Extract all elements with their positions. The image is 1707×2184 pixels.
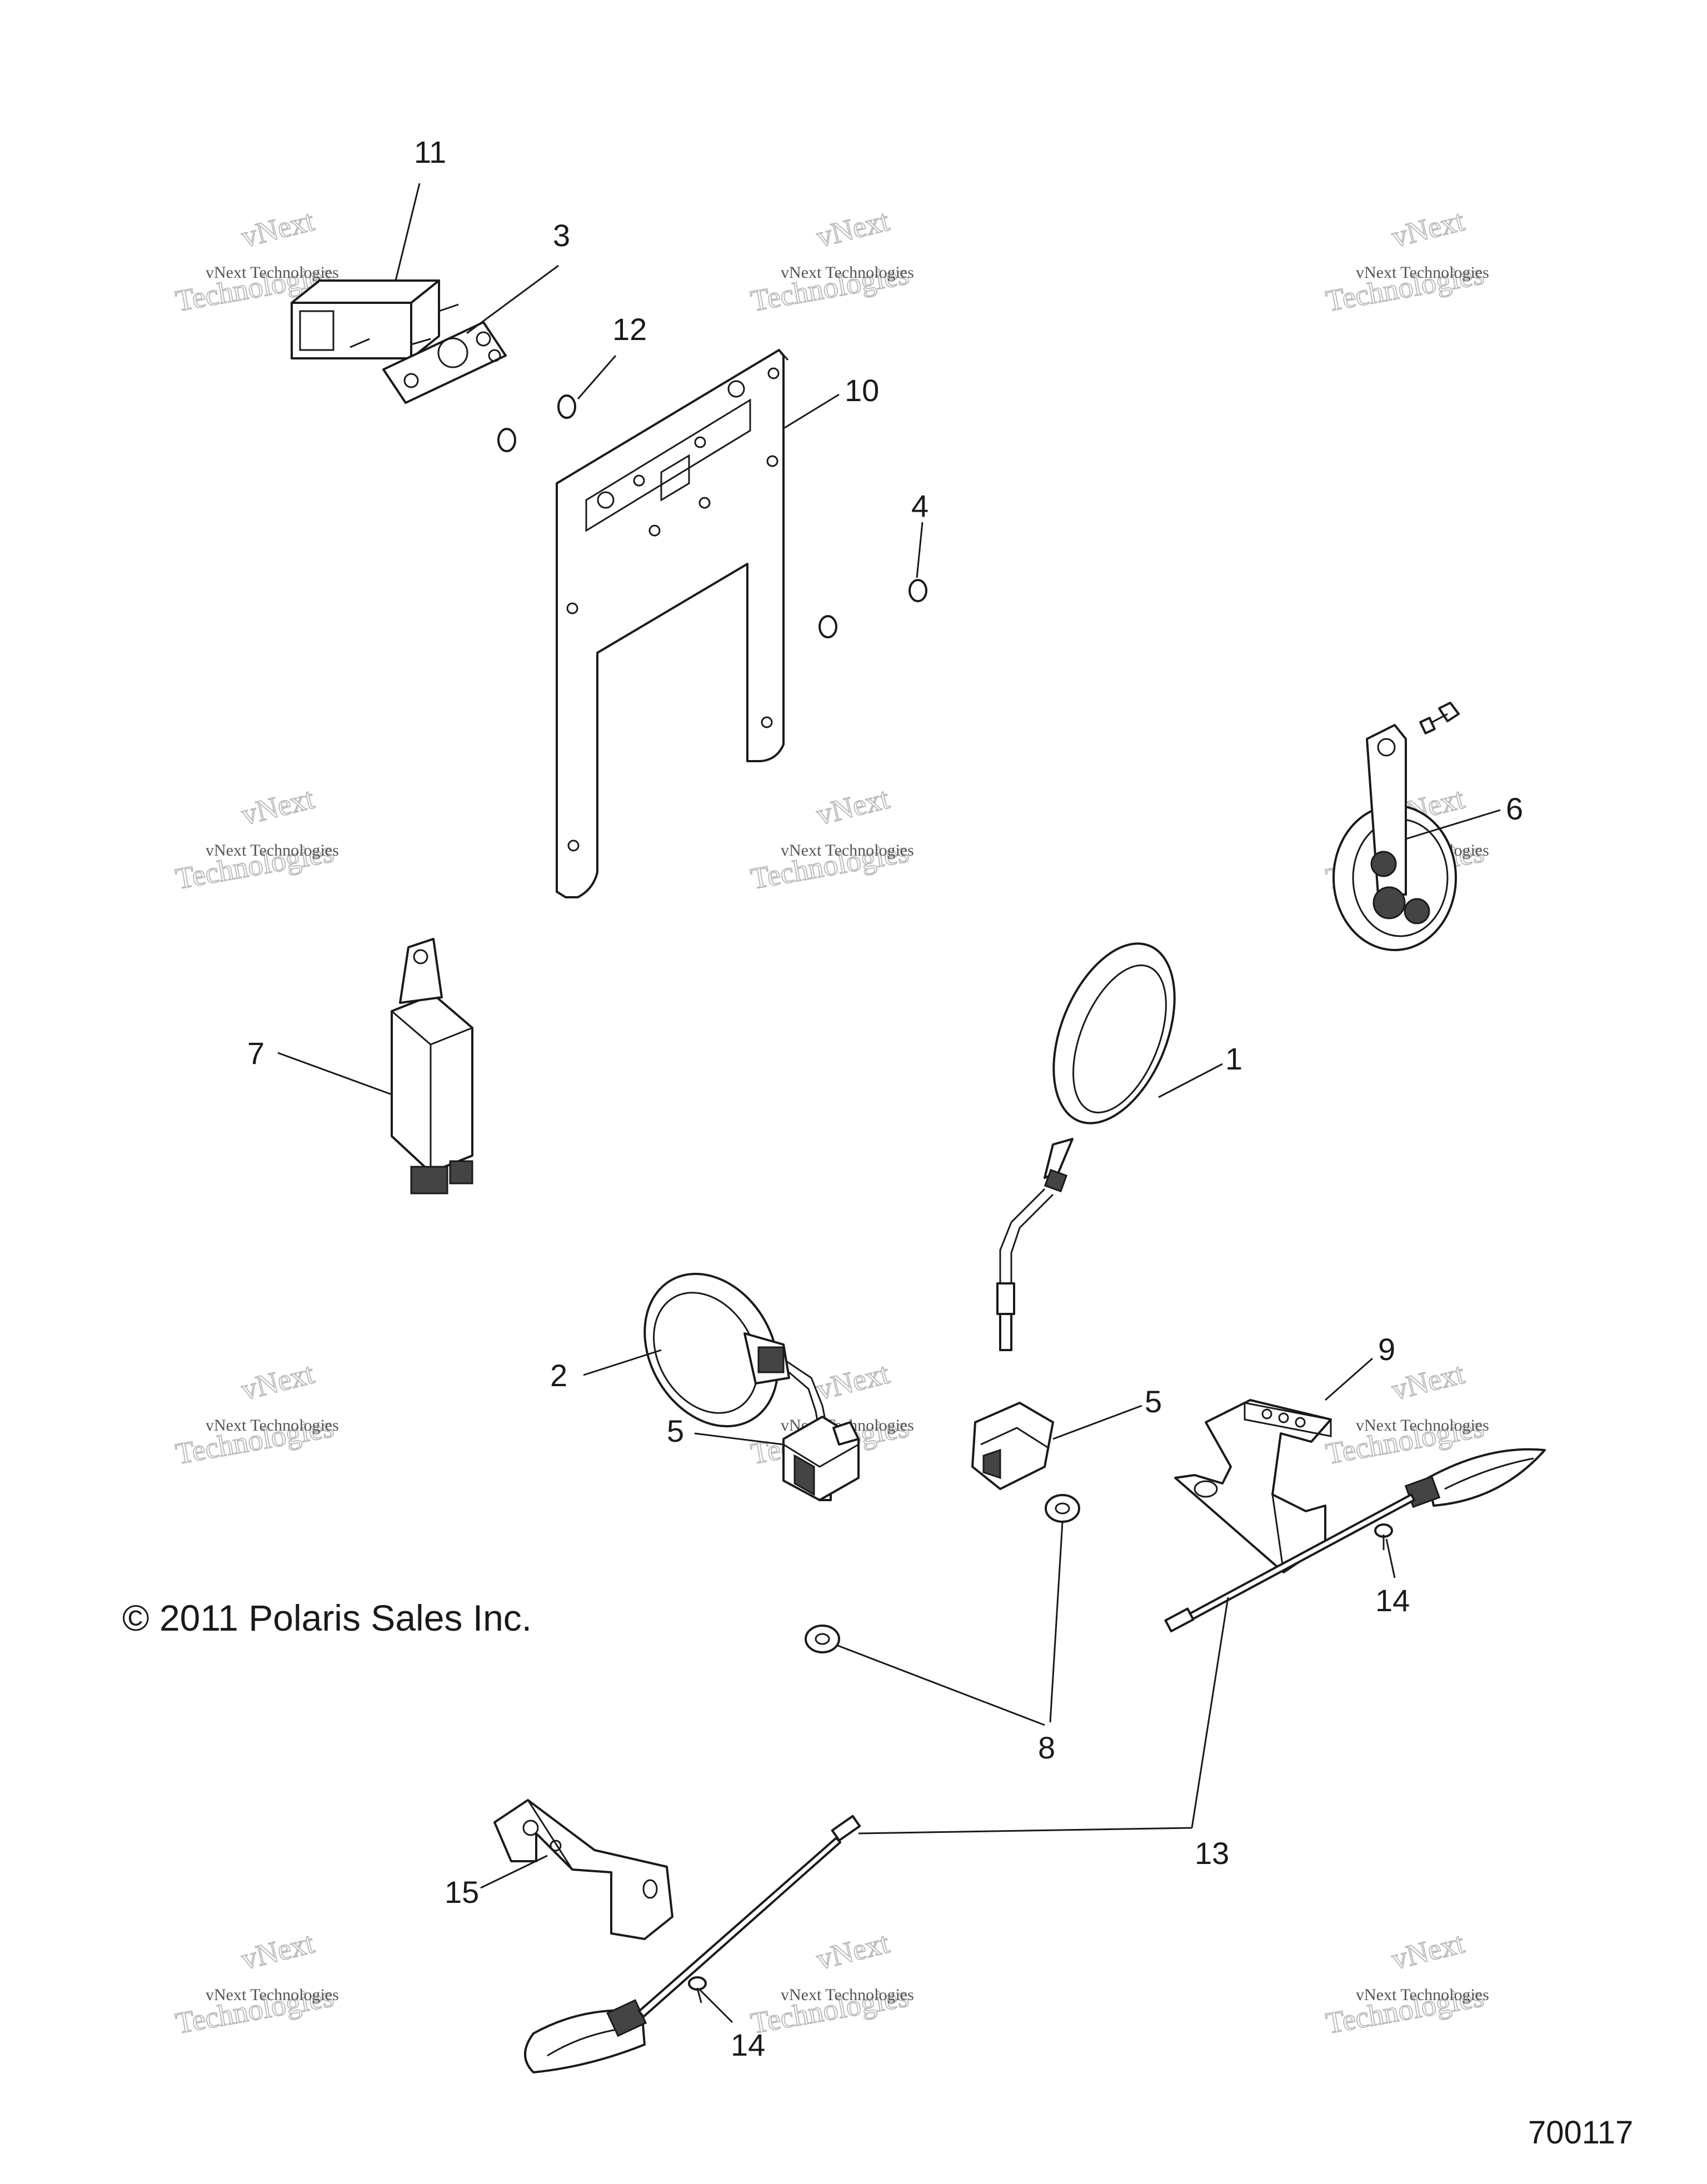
callout-6: 6: [1506, 791, 1523, 826]
leader-5a: [1052, 1405, 1142, 1440]
part-13-turn-signal-left: [524, 1815, 861, 2073]
part-14-screw-lower: [688, 1976, 707, 2003]
watermark-small: vNext Technologies: [1356, 1986, 1489, 2004]
part-12-nut: [497, 394, 576, 452]
watermark-large-line1: vNext: [1388, 1926, 1468, 1976]
leader-14a: [1385, 1538, 1396, 1578]
leader-1: [1158, 1063, 1223, 1098]
leader-13a: [1191, 1597, 1229, 1828]
watermark-large-line1: vNext: [813, 1926, 892, 1976]
leader-4: [916, 522, 924, 578]
part-1-right-mirror: [996, 942, 1176, 1351]
watermark-mid-center: vNext Technologies vNext Technologies: [748, 781, 914, 896]
part-4-nut: [818, 579, 927, 638]
part-11-light-housing: [291, 279, 459, 359]
gasket-center-hole: [437, 337, 468, 368]
part-15-signal-bracket: [493, 1799, 673, 1940]
part-8-nut: [805, 1494, 1080, 1653]
leader-5b: [694, 1432, 784, 1446]
part-6-horn: [1332, 702, 1460, 951]
watermark-small: vNext Technologies: [206, 263, 339, 282]
watermark-top-right: vNext Technologies vNext Technologies: [1323, 203, 1489, 318]
part-14-screw-upper: [1374, 1523, 1393, 1550]
watermark-large-line1: vNext: [238, 781, 317, 831]
watermark-small: vNext Technologies: [206, 1416, 339, 1435]
leader-14b: [698, 1988, 733, 2023]
watermark-small: vNext Technologies: [781, 841, 914, 859]
watermark-bottom-center: vNext Technologies vNext Technologies: [748, 1925, 914, 2040]
watermark-large-line1: vNext: [238, 203, 317, 253]
leader-8b: [837, 1645, 1045, 1726]
leader-8a: [1049, 1522, 1064, 1723]
leader-2: [583, 1349, 662, 1376]
leader-7: [277, 1052, 392, 1096]
leader-11: [395, 183, 421, 281]
part-13-turn-signal-right: [1164, 1448, 1546, 1633]
watermark-small: vNext Technologies: [206, 1986, 339, 2004]
callout-1: 1: [1225, 1041, 1242, 1076]
callout-5: 5: [667, 1413, 684, 1448]
leader-lines: [277, 183, 1501, 2023]
watermark-large-line1: vNext: [238, 1926, 317, 1976]
leader-12: [577, 355, 617, 399]
callout-13: 13: [1195, 1836, 1229, 1871]
watermark-top-center: vNext Technologies vNext Technologies: [748, 203, 914, 318]
callout-7: 7: [247, 1036, 264, 1071]
callout-12: 12: [612, 312, 647, 347]
part-10-plate-bracket: [556, 349, 789, 898]
watermark-layer: vNext Technologies vNext Technologies vN…: [173, 203, 1489, 2040]
callout-3: 3: [553, 218, 570, 253]
callout-15: 15: [445, 1875, 479, 1910]
callout-8: 8: [1038, 1730, 1055, 1765]
callout-11: 11: [414, 134, 446, 169]
watermark-bottom-left: vNext Technologies vNext Technologies: [173, 1925, 339, 2040]
callout-9: 9: [1378, 1332, 1395, 1367]
part-2-left-mirror: [643, 1272, 835, 1501]
watermark-large-line1: vNext: [1388, 203, 1468, 253]
callout-4: 4: [911, 488, 929, 523]
watermark-large-line1: vNext: [238, 1356, 317, 1406]
callout-14: 14: [731, 2027, 765, 2062]
part-9-signal-bracket: [1174, 1399, 1332, 1573]
part-7-flasher-relay: [391, 938, 473, 1195]
leader-10: [784, 393, 840, 429]
watermark-large-line1: vNext: [1388, 1356, 1468, 1406]
watermark-lower-left: vNext Technologies vNext Technologies: [173, 1356, 339, 1471]
watermark-small: vNext Technologies: [206, 841, 339, 859]
watermark-large-line1: vNext: [813, 1356, 892, 1406]
leader-13b: [858, 1827, 1192, 1835]
watermark-lower-right: vNext Technologies vNext Technologies: [1323, 1356, 1489, 1471]
part-5-adapter-lower: [782, 1416, 860, 1501]
callout-5: 5: [1145, 1384, 1162, 1419]
watermark-bottom-right: vNext Technologies vNext Technologies: [1323, 1925, 1489, 2040]
leader-6: [1405, 809, 1501, 840]
part-5-adapter-upper: [971, 1402, 1054, 1490]
drawing-number: 700117: [1528, 2115, 1633, 2151]
callout-numbers: 11 3 12 10 4 6 7 1 2 9 5 5 14 8 13 15 14: [247, 134, 1523, 2062]
watermark-large-line1: vNext: [813, 781, 892, 831]
callout-14: 14: [1375, 1583, 1410, 1618]
leader-9: [1325, 1357, 1373, 1401]
callout-10: 10: [845, 373, 879, 408]
watermark-small: vNext Technologies: [781, 1986, 914, 2004]
leader-15: [480, 1855, 548, 1889]
watermark-small: vNext Technologies: [781, 263, 914, 282]
callout-2: 2: [550, 1358, 567, 1393]
leader-3: [466, 264, 559, 334]
copyright-notice: © 2011 Polaris Sales Inc.: [122, 1597, 532, 1638]
watermark-small: vNext Technologies: [1356, 263, 1489, 282]
part-3-gasket: [382, 321, 507, 404]
watermark-mid-left: vNext Technologies vNext Technologies: [173, 781, 339, 896]
watermark-small: vNext Technologies: [1356, 1416, 1489, 1435]
watermark-large-line1: vNext: [813, 203, 892, 253]
